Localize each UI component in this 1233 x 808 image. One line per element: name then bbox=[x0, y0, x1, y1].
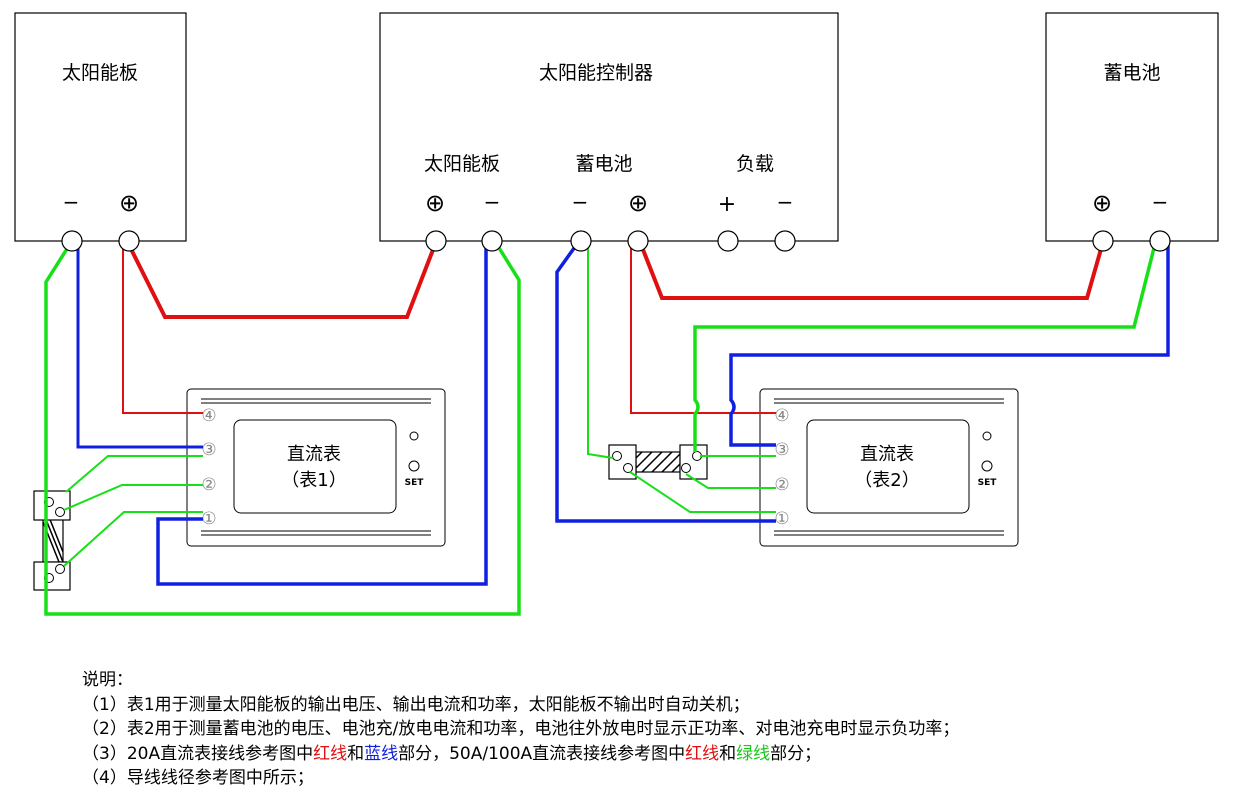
meter1-terminal-4: ④ bbox=[201, 406, 216, 426]
terminals bbox=[61, 230, 1171, 252]
controller-title: 太阳能控制器 bbox=[539, 62, 653, 84]
solar-panel-box: 太阳能板 − ⊕ bbox=[14, 12, 187, 242]
meter1-subtitle: （表1） bbox=[281, 470, 346, 491]
meter1-indicator bbox=[409, 431, 419, 441]
controller-solar-label: 太阳能板 bbox=[424, 153, 500, 175]
notes-line-3-and1: 和 bbox=[347, 743, 365, 764]
notes-line-3-and2: 和 bbox=[719, 743, 737, 764]
notes-line-3-a: （3）20A直流表接线参考图中 bbox=[82, 743, 314, 764]
notes-line-1: （1）表1用于测量太阳能板的输出电压、输出电流和功率，太阳能板不输出时自动关机； bbox=[82, 694, 750, 715]
controller-battery-minus-sign: − bbox=[572, 190, 589, 214]
meter1-set-label: SET bbox=[405, 478, 425, 488]
solar-panel-title: 太阳能板 bbox=[62, 62, 138, 84]
notes-green-wire-text: 绿线 bbox=[736, 743, 771, 764]
controller-load-label: 负载 bbox=[736, 153, 774, 175]
controller-load-plus-sign: + bbox=[718, 192, 736, 217]
battery-box: 蓄电池 ⊕ − bbox=[1045, 12, 1219, 242]
battery-plus-sign: ⊕ bbox=[1092, 189, 1112, 217]
meter2-indicator bbox=[982, 431, 992, 441]
controller-solar-pos-terminal bbox=[425, 230, 447, 252]
controller-load-pos-terminal bbox=[717, 230, 739, 252]
meter1-terminal-2: ② bbox=[201, 475, 216, 495]
meter2-set-label: SET bbox=[978, 478, 998, 488]
notes: 说明： （1）表1用于测量太阳能板的输出电压、输出电流和功率，太阳能板不输出时自… bbox=[82, 668, 1222, 791]
shunt-1 bbox=[33, 490, 71, 591]
meter2-terminal-4: ④ bbox=[774, 406, 789, 426]
controller-battery-pos-terminal bbox=[627, 230, 649, 252]
controller-battery-label: 蓄电池 bbox=[575, 153, 632, 175]
meter1-terminal-1: ① bbox=[201, 509, 216, 529]
meter1: 直流表 （表1） SET ④ ③ ② ① bbox=[186, 388, 446, 547]
notes-line-3-b: 部分，50A/100A直流表接线参考图中 bbox=[398, 743, 686, 764]
battery-neg-terminal bbox=[1149, 230, 1171, 252]
meter1-set-button[interactable] bbox=[408, 460, 420, 472]
solar-panel-plus-sign: ⊕ bbox=[119, 189, 139, 217]
meter1-title: 直流表 bbox=[287, 444, 341, 465]
controller-solar-minus-sign: − bbox=[484, 190, 501, 214]
solar-panel-neg-terminal bbox=[61, 230, 83, 252]
battery-title: 蓄电池 bbox=[1103, 62, 1160, 84]
solar-panel-pos-terminal bbox=[118, 230, 140, 252]
battery-pos-terminal bbox=[1092, 230, 1114, 252]
shunt-2 bbox=[608, 444, 708, 480]
meter2-terminal-1: ① bbox=[774, 509, 789, 529]
notes-blue-wire-text: 蓝线 bbox=[364, 743, 399, 764]
controller-solar-neg-terminal bbox=[481, 230, 503, 252]
controller-load-minus-sign: − bbox=[777, 190, 794, 214]
notes-line-2: （2）表2用于测量蓄电池的电压、电池充/放电电流和功率，电池往外放电时显示正功率… bbox=[82, 719, 960, 739]
meter2-title: 直流表 bbox=[860, 444, 914, 465]
meter2-terminal-3: ③ bbox=[774, 440, 789, 460]
solar-panel-minus-sign: − bbox=[63, 190, 80, 214]
controller-solar-plus-sign: ⊕ bbox=[425, 189, 445, 217]
controller-box: 太阳能控制器 太阳能板 蓄电池 负载 ⊕ − − ⊕ + − bbox=[379, 12, 839, 242]
notes-line-3: （3）20A直流表接线参考图中红线和蓝线部分，50A/100A直流表接线参考图中… bbox=[82, 742, 1222, 767]
meter2-subtitle: （表2） bbox=[854, 470, 919, 491]
controller-battery-neg-terminal bbox=[570, 230, 592, 252]
wires bbox=[44, 240, 1170, 616]
notes-line-4: （4）导线线径参考图中所示； bbox=[82, 768, 314, 788]
controller-battery-plus-sign: ⊕ bbox=[628, 189, 648, 217]
controller-load-neg-terminal bbox=[774, 230, 796, 252]
notes-red-wire-text: 红线 bbox=[313, 743, 348, 764]
meter2: 直流表 （表2） SET ④ ③ ② ① bbox=[759, 388, 1019, 547]
meter1-terminal-3: ③ bbox=[201, 440, 216, 460]
battery-minus-sign: − bbox=[1152, 190, 1169, 214]
notes-line-3-c: 部分； bbox=[770, 743, 822, 764]
notes-heading: 说明： bbox=[82, 670, 133, 690]
notes-red-wire-text-2: 红线 bbox=[685, 743, 720, 764]
meter2-set-button[interactable] bbox=[981, 460, 993, 472]
meter2-terminal-2: ② bbox=[774, 475, 789, 495]
